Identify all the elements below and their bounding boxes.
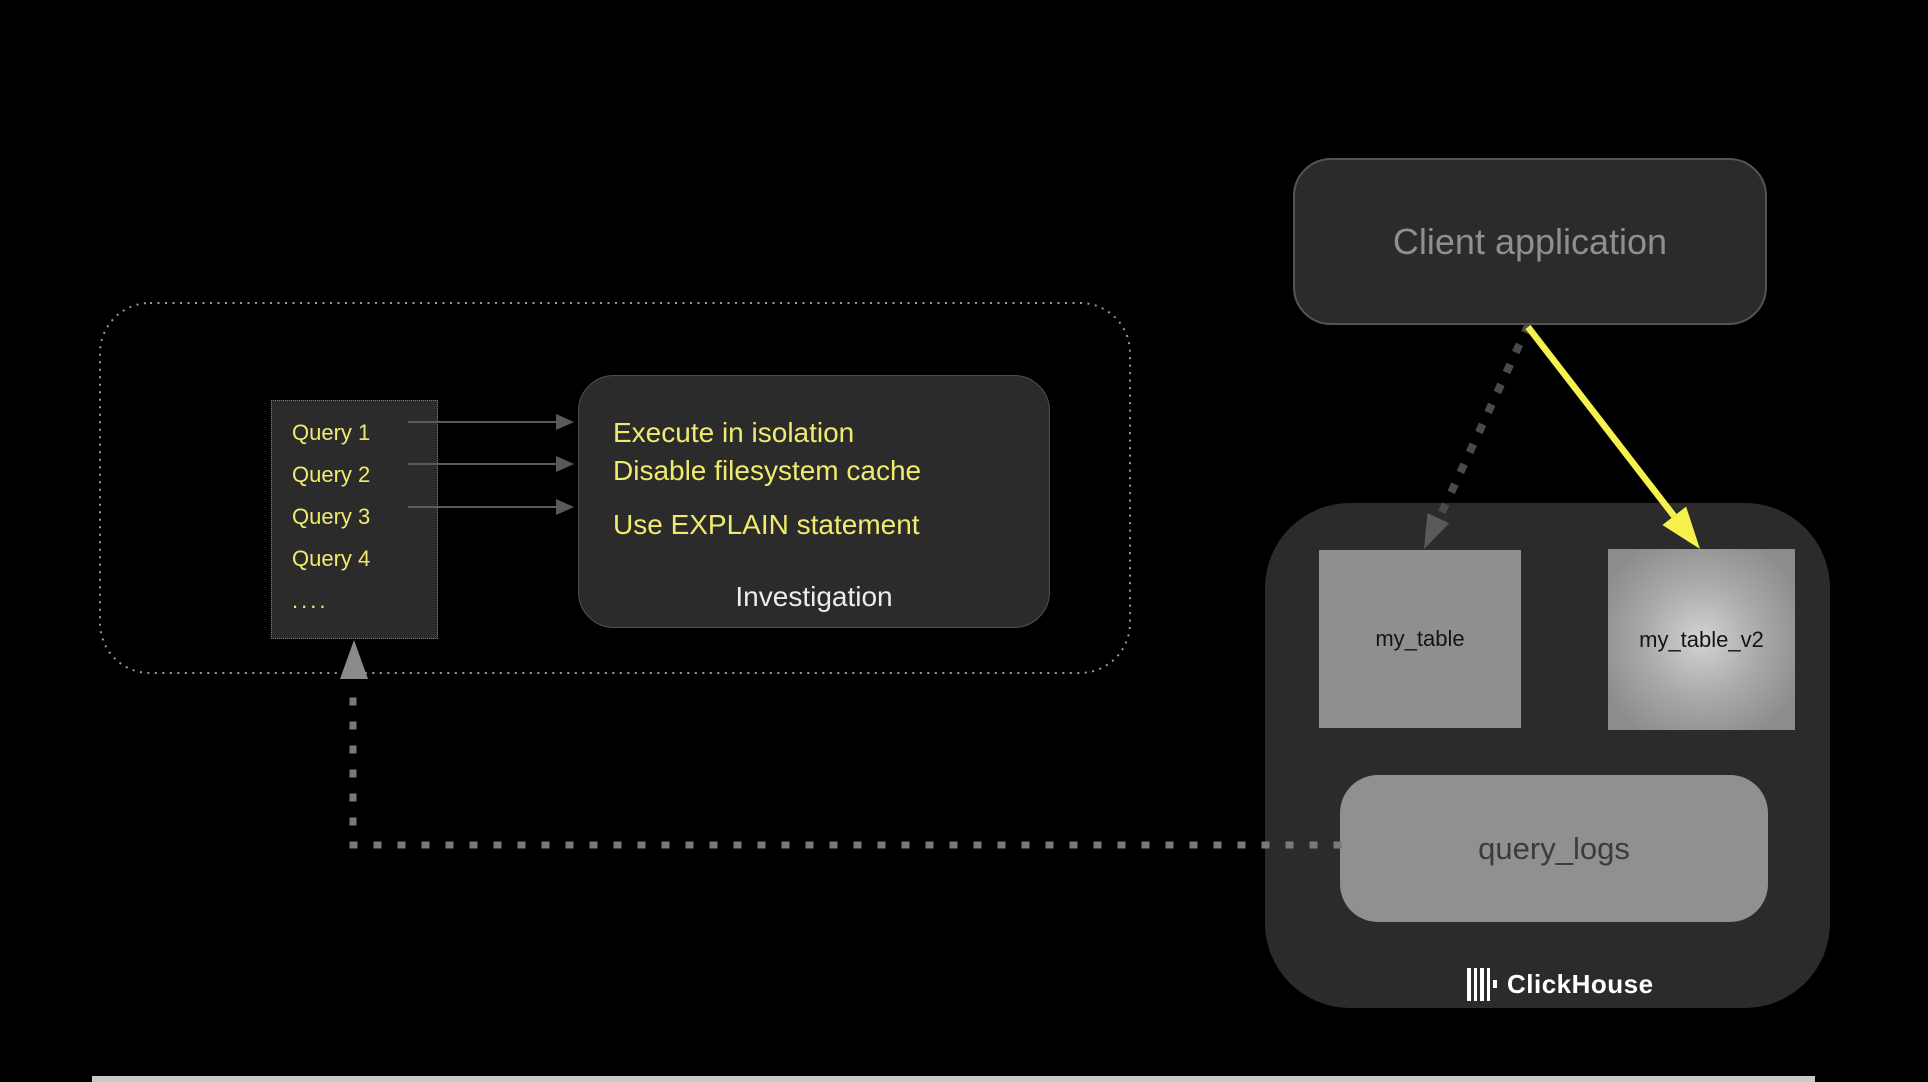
client-application-box: Client application xyxy=(1293,158,1767,325)
client-application-label: Client application xyxy=(1392,220,1668,262)
my-table-v2-label: my_table_v2 xyxy=(1639,626,1764,652)
my-table-label: my_table xyxy=(1375,626,1465,651)
bottom-strip xyxy=(92,1076,1815,1082)
clickhouse-logo-icon xyxy=(1467,967,1497,1001)
query-logs-label: query_logs xyxy=(1478,830,1630,866)
my-table-v2-box: my_table_v2 xyxy=(1608,549,1795,730)
query-logs-feedback-path xyxy=(349,684,1342,849)
investigation-box: Execute in isolation Disable filesystem … xyxy=(578,375,1050,628)
query-arrowheads xyxy=(556,414,574,515)
query-item: Query 1 xyxy=(292,420,371,445)
investigation-label: Investigation xyxy=(735,581,893,612)
clickhouse-brand: ClickHouse xyxy=(1467,964,1654,1004)
clickhouse-brand-text: ClickHouse xyxy=(1507,968,1654,999)
feedback-up-arrowhead xyxy=(340,640,368,679)
query-list: Query 1 Query 2 Query 3 Query 4 .... xyxy=(271,400,438,639)
client-to-mytable-dotted-line xyxy=(1437,322,1533,516)
client-to-mytablev2-line xyxy=(1525,325,1677,518)
investigation-tip: Execute in isolation xyxy=(613,417,855,448)
query-item: Query 3 xyxy=(292,504,371,529)
my-table-box: my_table xyxy=(1319,550,1521,728)
query-item: Query 4 xyxy=(292,546,371,571)
query-logs-box: query_logs xyxy=(1340,775,1768,922)
query-item: Query 2 xyxy=(292,462,371,487)
query-item-ellipsis: .... xyxy=(292,588,329,613)
investigation-tip: Disable filesystem cache xyxy=(613,455,922,486)
investigation-tip: Use EXPLAIN statement xyxy=(613,509,920,540)
